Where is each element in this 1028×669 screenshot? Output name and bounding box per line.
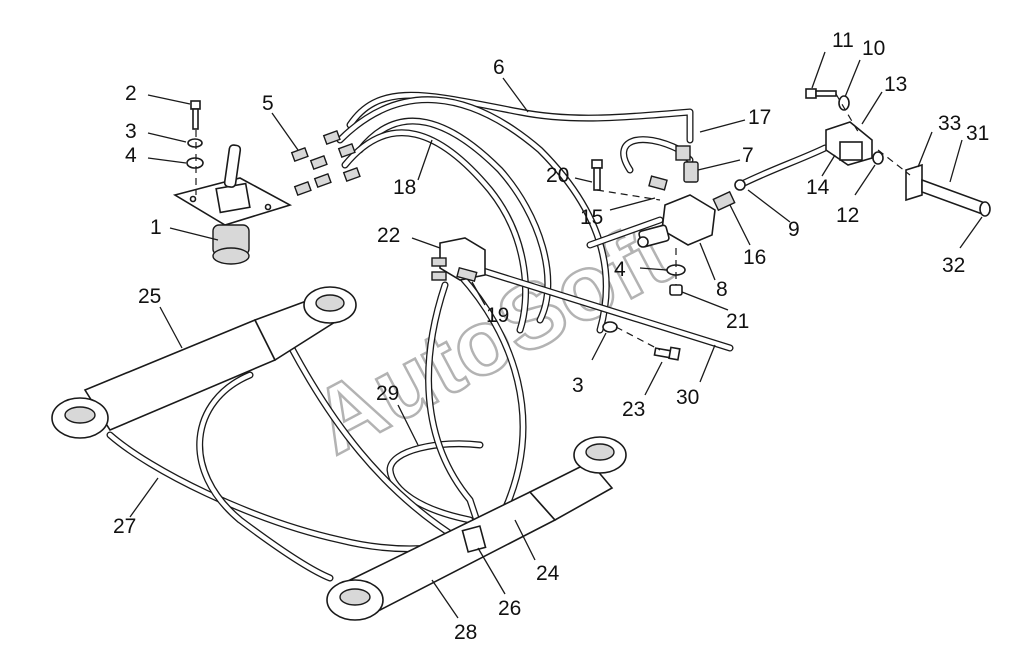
callout-29: 29 <box>376 382 399 405</box>
callout-20: 20 <box>546 164 569 187</box>
part-10-washer <box>838 95 850 111</box>
part-33-plate <box>905 163 923 202</box>
callout-22: 22 <box>377 224 400 247</box>
hose-18 <box>336 96 610 334</box>
callout-13: 13 <box>884 73 907 96</box>
callout-17: 17 <box>748 106 771 129</box>
callout-18: 18 <box>393 176 416 199</box>
callout-labels: 1 2 3 4 5 6 7 8 9 10 11 12 13 14 15 16 1… <box>113 29 989 644</box>
callout-15: 15 <box>580 206 603 229</box>
part-2-bolt <box>190 100 201 130</box>
callout-7: 7 <box>742 144 754 167</box>
hose-29 <box>386 440 484 524</box>
callout-6: 6 <box>493 56 505 79</box>
watermark-text: AutoSoft <box>297 201 688 473</box>
callout-21: 21 <box>726 310 749 333</box>
part-13-bracket <box>825 121 873 166</box>
callout-11: 11 <box>832 29 854 52</box>
callout-32: 32 <box>942 254 965 277</box>
hose-9 <box>736 144 829 189</box>
callout-8: 8 <box>716 278 728 301</box>
callout-14: 14 <box>806 176 830 199</box>
part-21-nut <box>669 284 683 296</box>
pipe-15 <box>586 216 664 249</box>
part-28-hydraulic-cylinder <box>326 436 627 621</box>
callout-16: 16 <box>743 246 766 269</box>
leader-lines <box>129 51 983 619</box>
part-19-fitting <box>456 266 478 283</box>
callout-33: 33 <box>938 112 961 135</box>
pipe-30 <box>476 266 734 352</box>
callout-3b: 3 <box>572 374 584 397</box>
callout-1: 1 <box>150 216 162 239</box>
part-22-manifold-block <box>431 237 486 281</box>
callout-4: 4 <box>125 144 137 167</box>
callout-28: 28 <box>454 621 477 644</box>
part-5-fittings <box>290 130 361 197</box>
callout-3: 3 <box>125 120 137 143</box>
part-3b-washer <box>602 321 618 333</box>
callout-25: 25 <box>138 285 161 308</box>
callout-9: 9 <box>788 218 800 241</box>
part-1-pilot-control-valve <box>172 144 293 265</box>
part-8-control-valve <box>637 145 746 248</box>
hose-6 <box>346 91 694 144</box>
part-4-washer <box>186 157 204 169</box>
part-7-fitting <box>683 161 699 183</box>
callout-12: 12 <box>836 204 859 227</box>
part-26-fitting-block <box>461 525 487 553</box>
callout-26: 26 <box>498 597 521 620</box>
part-3-washer <box>187 138 203 148</box>
watermark: AutoSoft <box>295 200 688 475</box>
callout-23: 23 <box>622 398 645 421</box>
callout-5: 5 <box>262 92 274 115</box>
part-25-hydraulic-cylinder <box>51 286 357 439</box>
part-23-bolt <box>653 346 681 361</box>
callout-2: 2 <box>125 82 137 105</box>
callout-19: 19 <box>486 304 509 327</box>
hose-24 <box>425 271 527 534</box>
part-11-bolt <box>805 88 837 99</box>
part-31-pin <box>921 178 991 217</box>
hose-28 <box>196 341 464 582</box>
alignment-lines <box>195 93 911 351</box>
part-20-bolt <box>591 159 603 191</box>
callout-4b: 4 <box>614 258 626 281</box>
callout-30: 30 <box>676 386 699 409</box>
callout-24: 24 <box>536 562 560 585</box>
callout-27: 27 <box>113 515 136 538</box>
callout-31: 31 <box>966 122 989 145</box>
part-12-nut <box>872 151 884 165</box>
callout-10: 10 <box>862 37 885 60</box>
